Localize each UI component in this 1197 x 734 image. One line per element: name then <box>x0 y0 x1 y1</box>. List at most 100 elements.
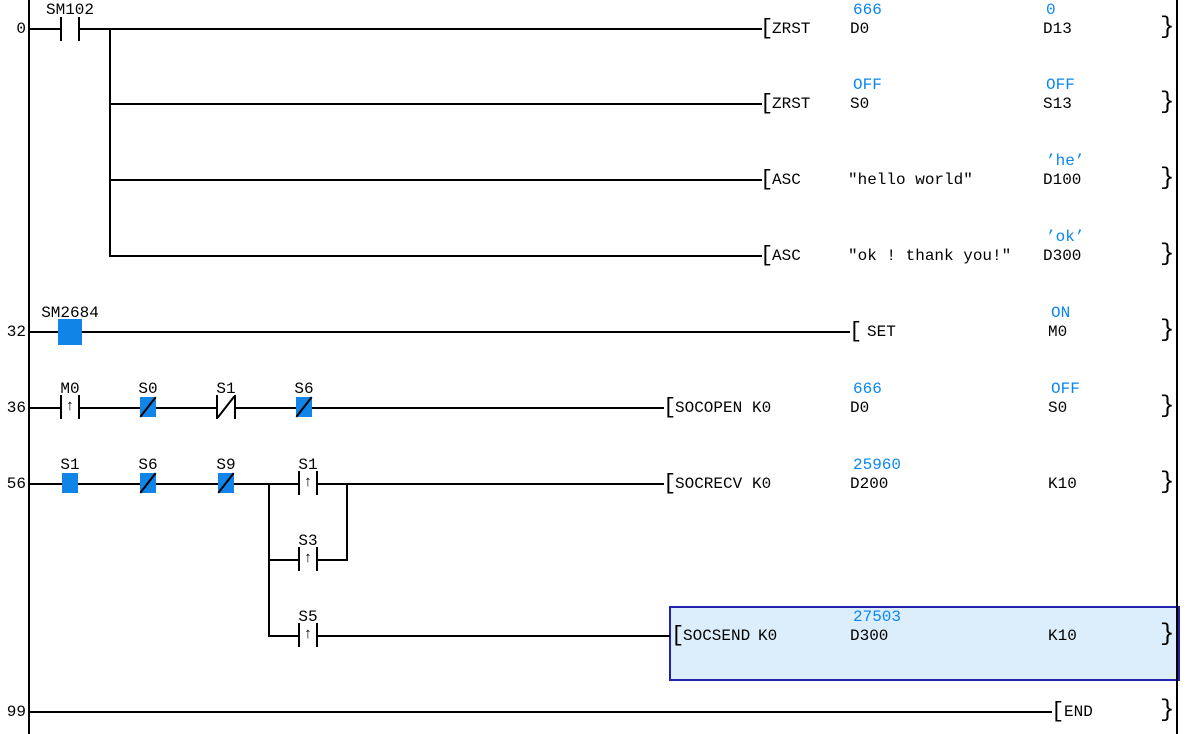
instruction-close-bracket: } <box>1160 241 1175 268</box>
contact-s0-energized[interactable] <box>139 396 157 418</box>
wire-rung56-left-vertical <box>268 483 270 637</box>
rung-number-56: 56 <box>6 475 26 493</box>
monitor-value: 27503 <box>853 608 902 626</box>
contact-s6-energized[interactable] <box>295 396 313 418</box>
instruction-open-bracket: [ <box>760 243 774 268</box>
operand[interactable]: K0 <box>752 399 772 417</box>
wire-rung32 <box>30 331 850 333</box>
wire-rung0-line1 <box>30 28 762 30</box>
instruction-open-bracket: [ <box>663 471 677 496</box>
instruction-open-bracket: [ <box>760 16 774 41</box>
contact-s1-rising-edge[interactable]: ↑ <box>298 471 318 495</box>
monitor-value: OFF <box>1051 380 1080 398</box>
operand[interactable]: D0 <box>850 20 870 38</box>
monitor-value: ’he’ <box>1046 152 1085 170</box>
monitor-value: 0 <box>1046 1 1056 19</box>
rising-edge-arrow-icon: ↑ <box>65 398 75 415</box>
instruction-socopen[interactable]: SOCOPEN <box>675 399 743 417</box>
operand[interactable]: D300 <box>1043 247 1082 265</box>
contact-label-s1-edge: S1 <box>298 456 318 474</box>
contact-sm102[interactable] <box>60 17 80 41</box>
instruction-socsend[interactable]: SOCSEND <box>683 627 751 645</box>
rising-edge-arrow-icon: ↑ <box>303 626 313 643</box>
wire-rung36 <box>30 407 664 409</box>
operand[interactable]: D200 <box>850 475 889 493</box>
operand[interactable]: S0 <box>850 95 870 113</box>
instruction-close-bracket: } <box>1160 317 1175 344</box>
instruction-close-bracket: } <box>1160 697 1175 724</box>
instruction-open-bracket: [ <box>671 623 685 648</box>
instruction-zrst-s[interactable]: ZRST <box>772 95 811 113</box>
operand[interactable]: K10 <box>1048 475 1077 493</box>
instruction-zrst-d[interactable]: ZRST <box>772 20 811 38</box>
instruction-close-bracket: } <box>1160 469 1175 496</box>
nc-slash-icon <box>139 472 157 494</box>
instruction-open-bracket: [ <box>849 319 863 344</box>
rung-number-32: 32 <box>6 323 26 341</box>
contact-label-s3: S3 <box>298 532 318 550</box>
contact-label-sm102: SM102 <box>45 1 95 19</box>
instruction-open-bracket: [ <box>663 395 677 420</box>
wire-rung0-line3 <box>110 179 762 181</box>
contact-label-s6: S6 <box>294 380 314 398</box>
contact-label-s0: S0 <box>138 380 158 398</box>
wire-rung0-branch-vertical <box>109 28 111 257</box>
nc-slash-icon <box>216 395 236 419</box>
operand[interactable]: D300 <box>850 627 889 645</box>
monitor-value: OFF <box>1046 76 1075 94</box>
instruction-set[interactable]: SET <box>867 323 896 341</box>
wire-rung0-line4 <box>110 255 762 257</box>
contact-label-s6-r56: S6 <box>138 456 158 474</box>
contact-s1-normally-closed[interactable] <box>216 395 236 419</box>
instruction-socrecv[interactable]: SOCRECV <box>675 475 743 493</box>
contact-s1-energized[interactable] <box>62 473 78 493</box>
operand[interactable]: K10 <box>1048 627 1077 645</box>
monitor-value: OFF <box>853 76 882 94</box>
contact-label-s1-r56: S1 <box>60 456 80 474</box>
operand[interactable]: D100 <box>1043 171 1082 189</box>
wire-rung0-line2 <box>110 103 762 105</box>
operand[interactable]: D13 <box>1043 20 1072 38</box>
contact-s3-rising-edge[interactable]: ↑ <box>298 547 318 571</box>
selection-highlight-box[interactable] <box>669 606 1180 681</box>
instruction-close-bracket: } <box>1160 14 1175 41</box>
operand[interactable]: S13 <box>1043 95 1072 113</box>
instruction-close-bracket: } <box>1160 165 1175 192</box>
contact-sm2684[interactable] <box>58 319 82 345</box>
nc-slash-icon <box>139 396 157 418</box>
rung-number-0: 0 <box>16 20 26 38</box>
instruction-close-bracket: } <box>1160 621 1175 648</box>
instruction-open-bracket: [ <box>1051 699 1065 724</box>
nc-slash-icon <box>295 396 313 418</box>
left-power-rail <box>28 0 30 734</box>
instruction-open-bracket: [ <box>760 167 774 192</box>
contact-label-s9: S9 <box>216 456 236 474</box>
rung-number-36: 36 <box>6 399 26 417</box>
instruction-asc-hello[interactable]: ASC <box>772 171 801 189</box>
instruction-open-bracket: [ <box>760 91 774 116</box>
wire-rung56-branch-s5 <box>269 635 670 637</box>
nc-slash-icon <box>217 472 235 494</box>
operand[interactable]: S0 <box>1048 399 1068 417</box>
instruction-end[interactable]: END <box>1064 703 1093 721</box>
monitor-value: 25960 <box>853 456 902 474</box>
monitor-value: ’ok’ <box>1046 228 1085 246</box>
contact-s6-r56-energized[interactable] <box>139 472 157 494</box>
rising-edge-arrow-icon: ↑ <box>303 550 313 567</box>
operand[interactable]: D0 <box>850 399 870 417</box>
wire-rung99 <box>30 711 1052 713</box>
contact-s9-energized[interactable] <box>217 472 235 494</box>
instruction-asc-ok[interactable]: ASC <box>772 247 801 265</box>
contact-label-s5: S5 <box>298 608 318 626</box>
operand[interactable]: M0 <box>1048 323 1068 341</box>
contact-label-s1: S1 <box>216 380 236 398</box>
operand[interactable]: K0 <box>752 475 772 493</box>
operand-string[interactable]: ″ok ! thank you!″ <box>848 247 1012 265</box>
operand-string[interactable]: ″hello world″ <box>848 171 973 189</box>
contact-s5-rising-edge[interactable]: ↑ <box>298 623 318 647</box>
contact-m0-rising-edge[interactable]: ↑ <box>60 395 80 419</box>
right-power-rail <box>1176 0 1178 734</box>
instruction-close-bracket: } <box>1160 393 1175 420</box>
operand[interactable]: K0 <box>758 627 778 645</box>
